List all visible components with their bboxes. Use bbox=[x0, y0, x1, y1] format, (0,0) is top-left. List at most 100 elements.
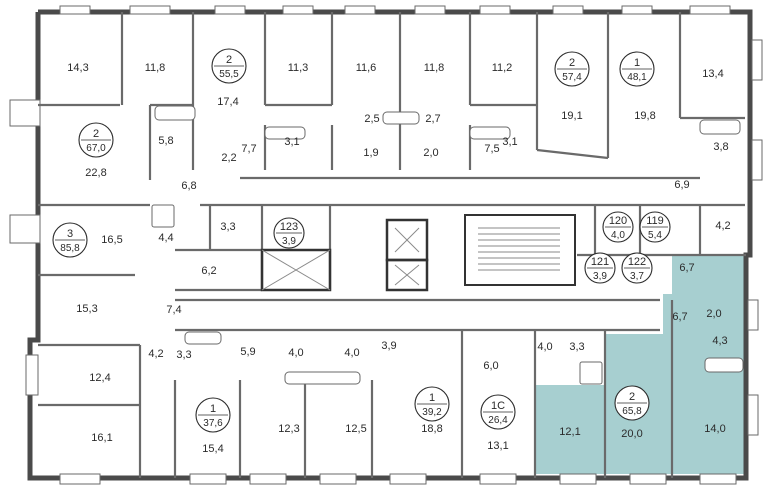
room-area-label: 2,2 bbox=[221, 152, 236, 164]
room-area-label: 18,8 bbox=[421, 423, 442, 435]
room-area-label: 3,3 bbox=[569, 341, 584, 353]
room-area-label: 7,5 bbox=[484, 143, 499, 155]
room-area-label: 15,3 bbox=[76, 303, 97, 315]
badge-area: 65,8 bbox=[622, 406, 642, 417]
badge-number: 122 bbox=[628, 256, 646, 268]
core bbox=[260, 214, 576, 292]
fixtures bbox=[151, 105, 744, 385]
badge-area: 3,7 bbox=[630, 271, 644, 282]
apartment-badges: 255,5257,4148,1267,0385,8137,6139,21С26,… bbox=[52, 48, 655, 433]
room-area-label: 19,8 bbox=[634, 110, 655, 122]
hl-room-kitchen bbox=[535, 385, 607, 474]
badge-number: 1С bbox=[491, 400, 505, 412]
apartment-badge[interactable]: 137,6 bbox=[195, 397, 231, 433]
room-area-label: 4,4 bbox=[158, 232, 173, 244]
room-area-label: 2,5 bbox=[364, 113, 379, 125]
room-area-label: 13,4 bbox=[702, 68, 723, 80]
badge-number: 120 bbox=[609, 215, 627, 227]
room-area-label: 11,2 bbox=[492, 62, 513, 74]
room-area-label: 6,2 bbox=[201, 265, 216, 277]
room-area-label: 2,7 bbox=[425, 113, 440, 125]
badge-area: 85,8 bbox=[60, 243, 80, 254]
room-area-label: 16,1 bbox=[91, 432, 112, 444]
room-area-label: 22,8 bbox=[85, 167, 106, 179]
room-area-label: 12,5 bbox=[345, 423, 366, 435]
hl-room-bedroom bbox=[672, 354, 746, 474]
badge-area: 67,0 bbox=[86, 143, 106, 154]
outer-walls bbox=[27, 9, 753, 481]
room-area-label: 4,0 bbox=[344, 347, 359, 359]
hl-room-hall bbox=[672, 256, 746, 298]
badge-area: 5,4 bbox=[648, 230, 662, 241]
hl-room-bath bbox=[663, 294, 746, 354]
room-area-label: 11,6 bbox=[356, 62, 377, 74]
badge-area: 37,6 bbox=[203, 418, 223, 429]
room-area-label: 4,0 bbox=[288, 347, 303, 359]
room-area-label: 16,5 bbox=[101, 234, 122, 246]
room-area-label: 6,7 bbox=[672, 311, 687, 323]
badge-number: 1 bbox=[429, 392, 435, 404]
room-area-label: 3,1 bbox=[284, 136, 299, 148]
highlighted-apartment[interactable] bbox=[535, 256, 746, 474]
room-area-label: 5,8 bbox=[158, 135, 173, 147]
badge-number: 1 bbox=[210, 403, 216, 415]
room-area-label: 6,7 bbox=[679, 262, 694, 274]
room-area-label: 14,3 bbox=[67, 62, 88, 74]
room-area-label: 4,3 bbox=[712, 335, 727, 347]
badge-number: 1 bbox=[634, 57, 640, 69]
room-area-label: 1,9 bbox=[363, 147, 378, 159]
badge-area: 4,0 bbox=[611, 230, 625, 241]
apartment-badge[interactable]: 1С 26,4 bbox=[480, 394, 516, 430]
badge-area: 26,4 bbox=[488, 415, 508, 426]
room-area-label: 12,3 bbox=[278, 423, 299, 435]
apartment-badge[interactable]: 257,4 bbox=[554, 51, 590, 87]
badge-area: 48,1 bbox=[627, 72, 647, 83]
room-area-label: 12,1 bbox=[559, 426, 580, 438]
room-area-label: 3,3 bbox=[176, 349, 191, 361]
room-area-label: 12,4 bbox=[89, 372, 110, 384]
room-area-label: 3,1 bbox=[502, 136, 517, 148]
room-area-label: 11,8 bbox=[424, 62, 445, 74]
apartment-badge[interactable]: 255,5 bbox=[211, 48, 247, 84]
badge-number: 2 bbox=[93, 128, 99, 140]
room-area-label: 7,7 bbox=[241, 143, 256, 155]
room-area-label: 3,9 bbox=[381, 340, 396, 352]
room-area-label: 3,3 bbox=[220, 221, 235, 233]
badge-area: 3,9 bbox=[593, 271, 607, 282]
room-area-label: 4,0 bbox=[537, 341, 552, 353]
apartment-badge[interactable]: 139,2 bbox=[414, 386, 450, 422]
apartment-badge[interactable]: 385,8 bbox=[52, 222, 88, 258]
badge-area: 55,5 bbox=[219, 69, 239, 80]
room-area-label: 14,0 bbox=[704, 423, 725, 435]
badge-area: 3,9 bbox=[282, 236, 296, 247]
room-area-label: 4,2 bbox=[715, 220, 730, 232]
room-area-label: 13,1 bbox=[487, 440, 508, 452]
room-area-label: 19,1 bbox=[561, 110, 582, 122]
room-area-label: 3,8 bbox=[713, 141, 728, 153]
badge-area: 57,4 bbox=[562, 72, 582, 83]
room-area-label: 2,0 bbox=[423, 147, 438, 159]
badge-number: 3 bbox=[67, 228, 73, 240]
badge-number: 119 bbox=[646, 215, 664, 227]
interior-walls bbox=[38, 12, 746, 478]
apartment-badge[interactable]: 267,0 bbox=[78, 122, 114, 158]
room-area-label: 4,2 bbox=[148, 348, 163, 360]
badge-number: 2 bbox=[569, 57, 575, 69]
room-area-label: 6,8 bbox=[181, 180, 196, 192]
badge-number: 123 bbox=[280, 221, 298, 233]
room-area-label: 5,9 bbox=[240, 346, 255, 358]
badge-number: 2 bbox=[226, 54, 232, 66]
apartment-badge[interactable]: 148,1 bbox=[619, 51, 655, 87]
badge-number: 2 bbox=[629, 391, 635, 403]
room-area-label: 2,0 bbox=[706, 308, 721, 320]
apartment-badge[interactable]: 265,8 bbox=[614, 385, 650, 421]
